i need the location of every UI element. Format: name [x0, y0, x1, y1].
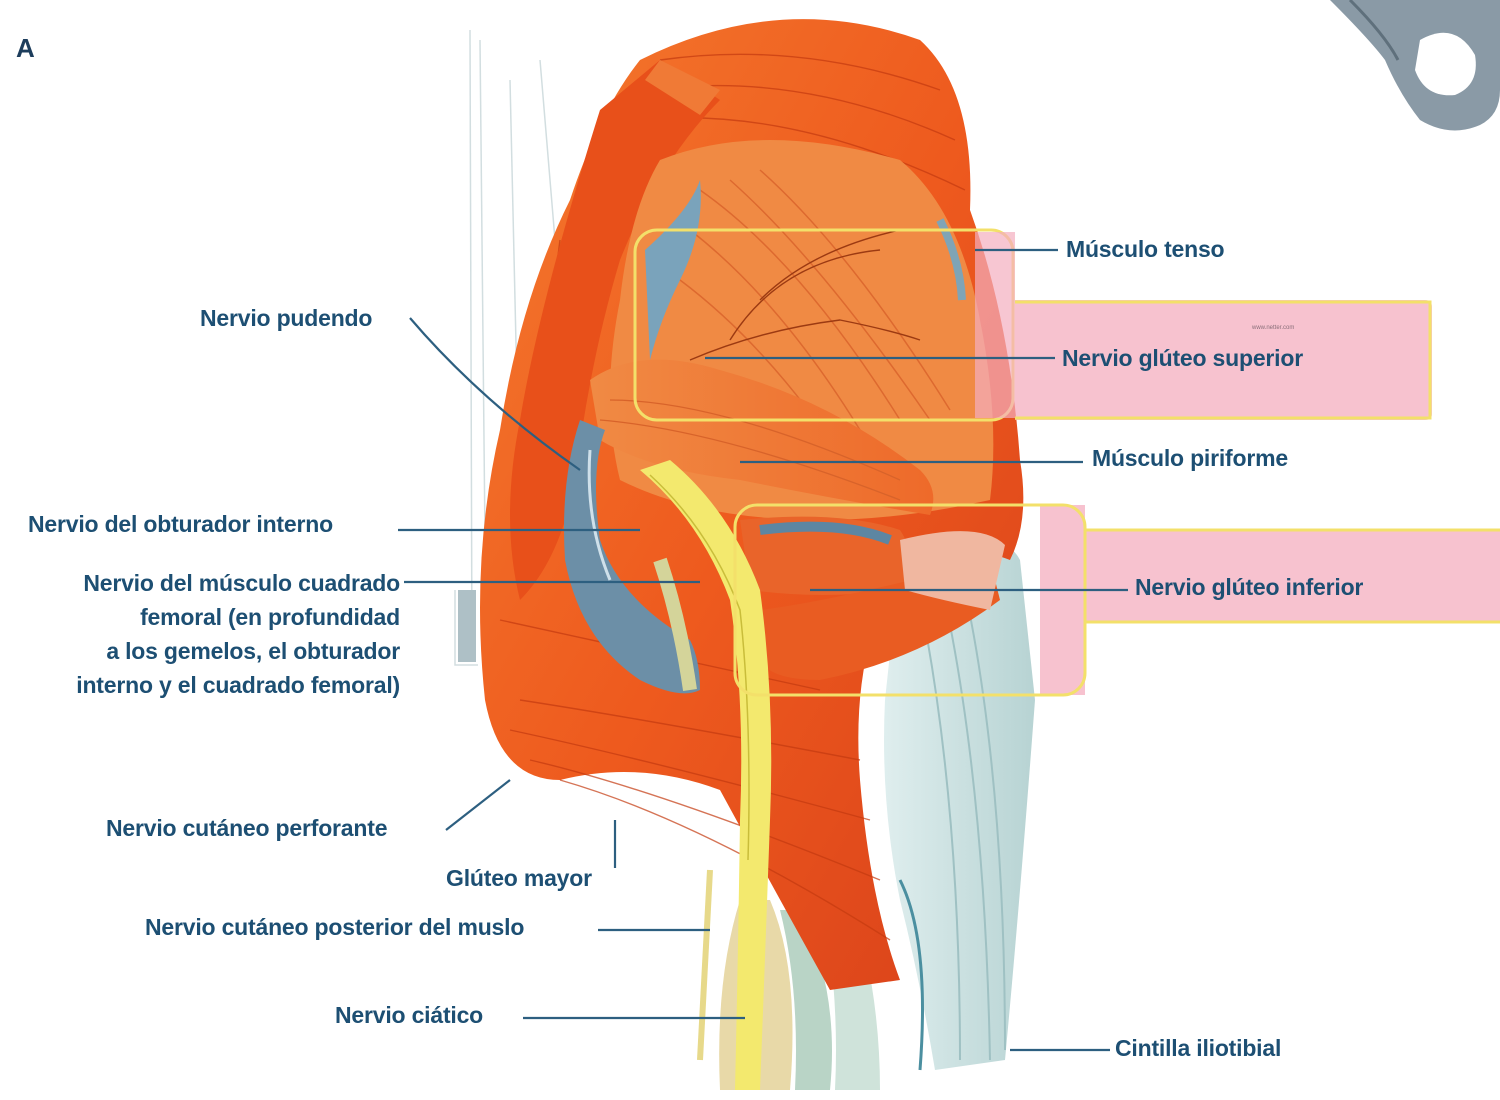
label-nervio-gluteo-inferior: Nervio glúteo inferior — [1135, 574, 1364, 600]
panel-letter: A — [16, 33, 35, 63]
label-nervio-pudendo: Nervio pudendo — [200, 305, 373, 331]
pudendal-vessels — [564, 420, 700, 694]
leader-lines — [398, 248, 1128, 1052]
highlight-superior-gluteal-nerve — [633, 228, 1432, 422]
label-nervio-cuadrado-femoral-line-3: a los gemelos, el obturador — [106, 638, 400, 664]
label-nervio-cutaneo-perforante: Nervio cutáneo perforante — [106, 815, 388, 841]
highlight-inferior-gluteal-nerve — [733, 503, 1500, 697]
label-nervio-gluteo-superior: Nervio glúteo superior — [1062, 345, 1303, 371]
label-nervio-cuadrado-femoral: Nervio del músculo cuadrado femoral (en … — [76, 566, 400, 702]
iliotibial-tract — [884, 540, 1035, 1071]
leader-nervio-cutaneo-perforante — [445, 779, 511, 831]
label-nervio-ciatico: Nervio ciático — [335, 1002, 484, 1028]
sciatic-nerve — [640, 460, 772, 1090]
pelvis-thumbnail-icon — [1330, 0, 1500, 131]
reflected-gluteus-flap — [510, 60, 720, 600]
label-nervio-cuadrado-femoral-line-2: femoral (en profundidad — [140, 604, 400, 630]
label-musculo-tenso: Músculo tenso — [1066, 236, 1225, 262]
leader-nervio-pudendo — [409, 317, 581, 471]
label-musculo-piriforme: Músculo piriforme — [1092, 445, 1288, 471]
watermark-text: www.netter.com — [1252, 325, 1295, 331]
label-gluteo-mayor: Glúteo mayor — [446, 865, 592, 891]
label-nervio-cutaneo-posterior: Nervio cutáneo posterior del muslo — [145, 914, 525, 940]
label-cintilla-iliotibial: Cintilla iliotibial — [1115, 1035, 1282, 1061]
label-nervio-obturador-interno: Nervio del obturador interno — [28, 511, 333, 537]
label-nervio-cuadrado-femoral-line-4: interno y el cuadrado femoral) — [76, 672, 400, 698]
label-nervio-cuadrado-femoral-line-1: Nervio del músculo cuadrado — [83, 570, 400, 596]
